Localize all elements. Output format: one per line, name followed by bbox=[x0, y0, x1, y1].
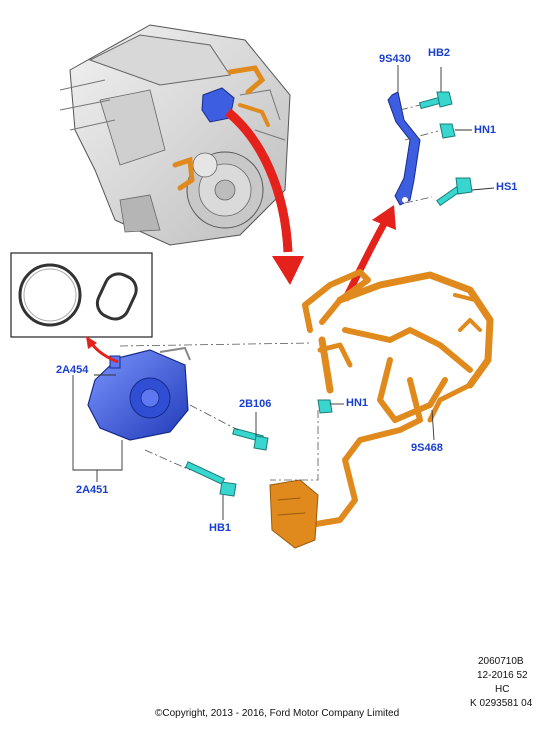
callout-hb2: HB2 bbox=[428, 47, 451, 59]
callout-hn1-top: HN1 bbox=[474, 124, 497, 136]
arrow-engine-to-hose bbox=[225, 108, 293, 253]
diagram-date: 12-2016 52 bbox=[477, 670, 528, 681]
bracket-9s430 bbox=[387, 91, 421, 206]
callout-leaders bbox=[72, 65, 495, 520]
engine-illustration bbox=[59, 24, 291, 246]
vacuum-hose-9s468 bbox=[269, 269, 494, 549]
callout-2a451: 2A451 bbox=[76, 484, 109, 496]
callout-2a454: 2A454 bbox=[56, 364, 89, 376]
diagram-code: HC bbox=[495, 684, 510, 695]
callout-hn1-mid: HN1 bbox=[346, 397, 369, 409]
fastener-hn1-top bbox=[439, 123, 456, 139]
callout-9s430: 9S430 bbox=[379, 53, 411, 65]
fastener-hb2 bbox=[418, 91, 453, 110]
callout-hb1: HB1 bbox=[209, 522, 232, 534]
fastener-hs1 bbox=[436, 177, 473, 207]
vacuum-pump-2a451 bbox=[87, 346, 191, 441]
diagram-doc-number: K 0293581 04 bbox=[470, 698, 533, 709]
leader-lines bbox=[119, 104, 439, 481]
fastener-hb1 bbox=[184, 461, 237, 497]
copyright-text: ©Copyright, 2013 - 2016, Ford Motor Comp… bbox=[155, 708, 400, 719]
callout-hs1: HS1 bbox=[496, 181, 518, 193]
diagram-ref: 2060710B bbox=[478, 656, 524, 667]
seal-inset-box bbox=[10, 252, 153, 338]
callout-2b106: 2B106 bbox=[239, 398, 272, 410]
callout-9s468: 9S468 bbox=[411, 442, 443, 454]
fastener-2b106 bbox=[232, 427, 269, 451]
fastener-hn1-mid bbox=[317, 399, 333, 414]
